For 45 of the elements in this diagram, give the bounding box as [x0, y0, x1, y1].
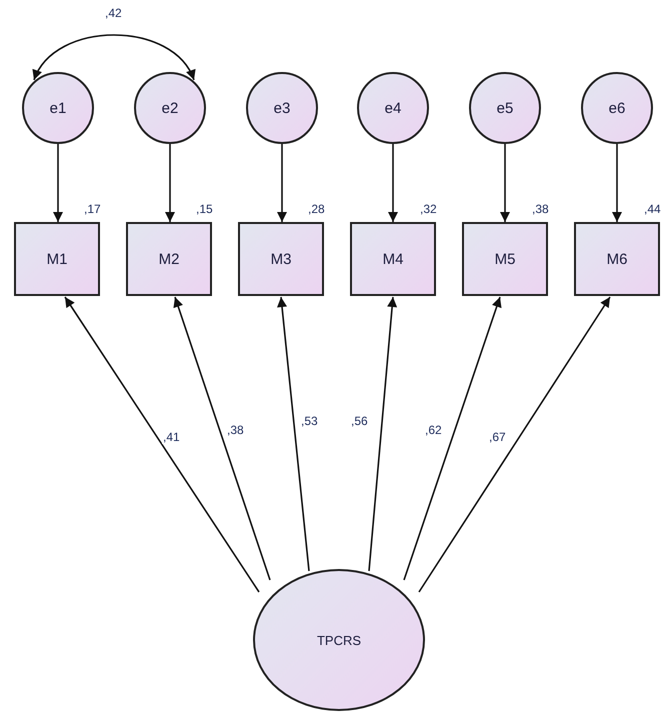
indicator-box — [350, 222, 436, 296]
edge-label: ,56 — [350, 414, 369, 428]
indicator-box — [126, 222, 212, 296]
path-arrow — [403, 296, 502, 580]
node-label: M1 — [46, 250, 68, 268]
r-squared-value: ,28 — [308, 202, 325, 216]
r-squared-value: ,44 — [644, 202, 661, 216]
r-squared-value: ,15 — [196, 202, 213, 216]
covariance-arrow — [33, 34, 195, 80]
path-arrow — [418, 296, 611, 592]
node-label: TPCRS — [316, 632, 362, 648]
path-arrow — [612, 144, 622, 222]
path-arrow — [388, 144, 398, 222]
indicator-box — [14, 222, 100, 296]
path-arrow — [64, 296, 260, 592]
edge-label: ,67 — [488, 430, 507, 444]
indicator-box — [238, 222, 324, 296]
r-squared-value: ,38 — [532, 202, 549, 216]
node-label: e3 — [274, 100, 290, 116]
edge-label: ,38 — [226, 423, 245, 437]
node-label: e6 — [608, 100, 626, 116]
node-label: M2 — [158, 250, 180, 268]
edge-label: ,53 — [300, 414, 319, 428]
indicator-box — [462, 222, 548, 296]
path-arrow — [53, 144, 63, 222]
node-label: M3 — [270, 250, 292, 268]
node-label: e4 — [384, 100, 402, 116]
path-arrow — [173, 296, 271, 580]
node-label: M6 — [606, 250, 628, 268]
path-arrow — [277, 144, 287, 222]
node-label: M5 — [494, 250, 516, 268]
node-label: e2 — [162, 100, 178, 116]
path-arrow — [165, 144, 175, 222]
path-arrow — [368, 296, 398, 572]
edge-label: ,42 — [104, 6, 123, 20]
r-squared-value: ,32 — [420, 202, 437, 216]
edge-label: ,62 — [424, 423, 443, 437]
r-squared-value: ,17 — [84, 202, 101, 216]
path-arrow — [500, 144, 510, 222]
node-label: M4 — [382, 250, 404, 268]
node-label: e5 — [496, 100, 514, 116]
path-arrow — [277, 296, 310, 572]
indicator-box — [574, 222, 660, 296]
edge-label: ,41 — [162, 430, 181, 444]
node-label: e1 — [50, 100, 66, 116]
